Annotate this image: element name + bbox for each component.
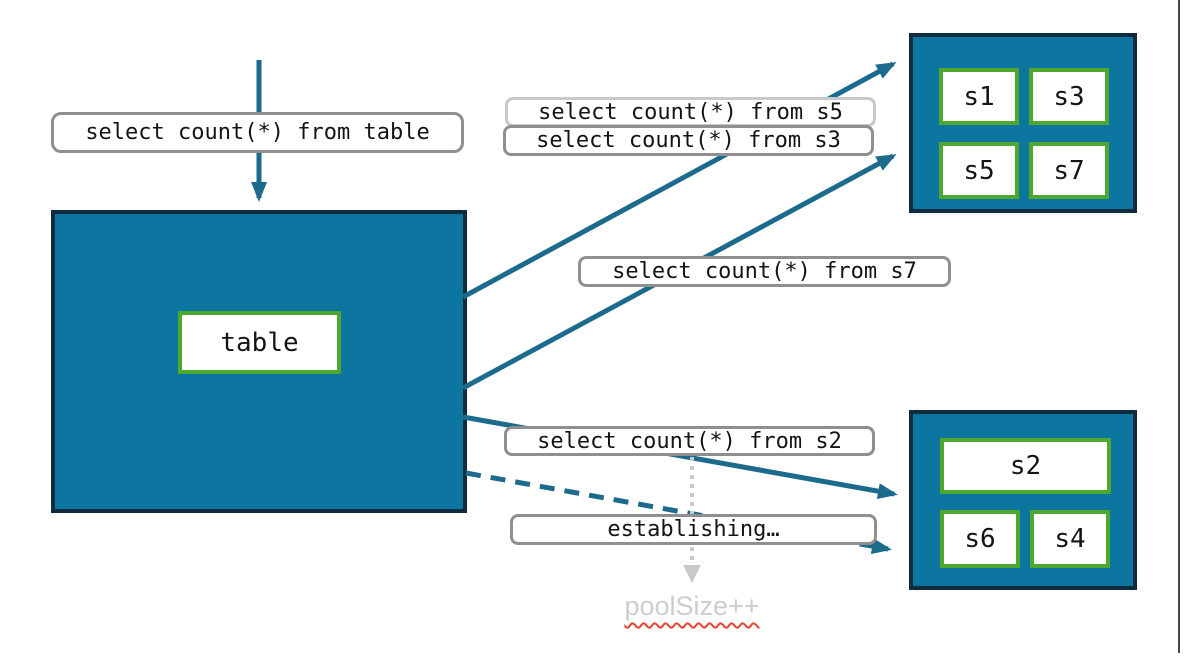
- arrow-poolsize-head: [683, 565, 701, 583]
- query-label-table-text: select count(*) from table: [85, 120, 430, 145]
- shard-s6: s6: [940, 510, 1020, 568]
- table-node: table: [178, 311, 341, 374]
- shard-s1-label: s1: [963, 81, 995, 112]
- shard-s6-label: s6: [964, 524, 996, 554]
- shard-s3-label: s3: [1053, 81, 1085, 112]
- shard-s5: s5: [939, 142, 1019, 199]
- query-label-s3: select count(*) from s3: [503, 125, 874, 156]
- poolsize-annotation: poolSize++: [560, 591, 824, 622]
- shard-s1: s1: [939, 68, 1019, 125]
- shard-s4: s4: [1030, 510, 1110, 568]
- shard-group-bottom-box: s2 s6 s4: [909, 410, 1137, 590]
- establishing-label: establishing…: [510, 514, 877, 545]
- shard-s7-label: s7: [1053, 155, 1085, 186]
- query-label-s7: select count(*) from s7: [578, 256, 951, 287]
- establishing-label-text: establishing…: [607, 517, 780, 542]
- table-node-label: table: [220, 327, 299, 358]
- shard-s2: s2: [940, 438, 1111, 494]
- poolsize-annotation-text: poolSize++: [624, 591, 760, 621]
- shard-s7: s7: [1029, 142, 1109, 199]
- slide-edge-line: [1178, 0, 1180, 653]
- query-label-s7-text: select count(*) from s7: [612, 259, 917, 284]
- query-label-s3-text: select count(*) from s3: [536, 128, 841, 153]
- table-container-box: table: [51, 210, 467, 513]
- shard-s3: s3: [1029, 68, 1109, 125]
- query-label-s5-text: select count(*) from s5: [538, 99, 843, 125]
- shard-group-top-box: s1 s3 s5 s7: [909, 33, 1137, 213]
- query-label-table: select count(*) from table: [51, 112, 464, 153]
- shard-s4-label: s4: [1054, 524, 1086, 554]
- query-label-s2-text: select count(*) from s2: [537, 428, 842, 454]
- shard-s2-label: s2: [1009, 451, 1042, 481]
- shard-s5-label: s5: [963, 155, 995, 186]
- query-label-s2: select count(*) from s2: [504, 426, 875, 456]
- query-label-s5: select count(*) from s5: [505, 97, 876, 127]
